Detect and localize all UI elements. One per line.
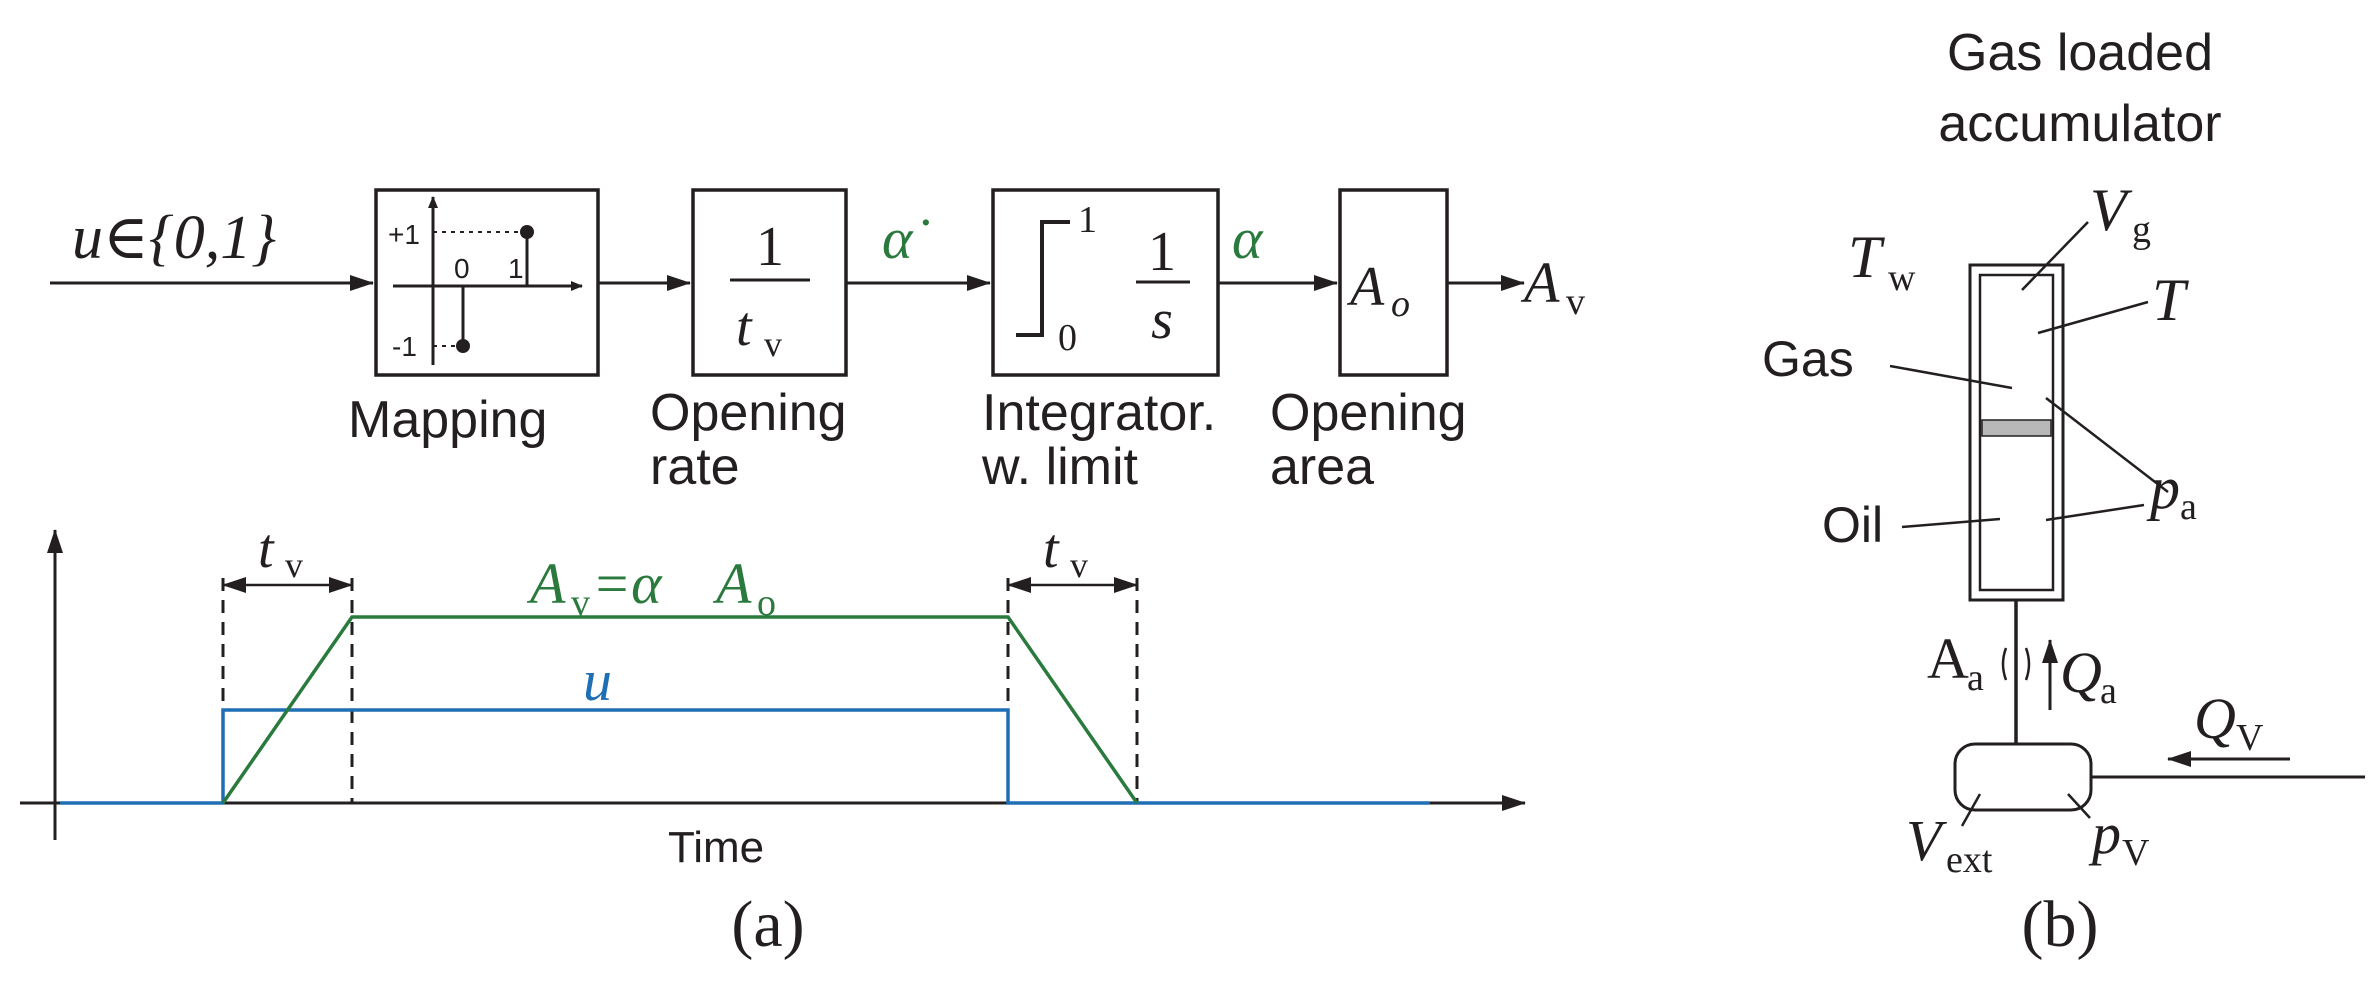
- caption-a: (a): [731, 888, 804, 961]
- area-caption-1: Opening: [1270, 384, 1467, 442]
- area-block: A o: [1338, 188, 1449, 377]
- qv-label: Q V: [2194, 686, 2264, 759]
- mapping-caption: Mapping: [348, 391, 547, 449]
- svg-text:a: a: [2180, 486, 2197, 528]
- integrator-caption-1: Integrator.: [982, 384, 1216, 442]
- aa-label: A a: [1927, 626, 1984, 699]
- vext-label: V ext: [1906, 808, 1993, 881]
- svg-text:t: t: [258, 518, 275, 580]
- output-label: A v: [1520, 250, 1585, 323]
- rate-caption-1: Opening: [650, 384, 847, 442]
- mapping-tick-pos: +1: [388, 219, 420, 250]
- svg-text:v: v: [285, 545, 303, 585]
- svg-text:p: p: [2088, 801, 2121, 866]
- area-sub: o: [1391, 283, 1410, 325]
- mapping-point-pos: [520, 225, 534, 239]
- svg-text:v: v: [571, 582, 590, 624]
- integrator-caption-2: w. limit: [981, 438, 1139, 496]
- u-label: u: [583, 648, 612, 713]
- mapping-x1: 1: [508, 253, 524, 284]
- svg-text:A: A: [526, 551, 566, 616]
- svg-text:g: g: [2132, 209, 2151, 251]
- rate-caption-2: rate: [650, 438, 740, 496]
- orifice-left: [2001, 647, 2008, 681]
- svg-text:A: A: [1927, 626, 1969, 691]
- alpha-label: α: [1232, 206, 1264, 271]
- tv-label-1: t v: [258, 518, 303, 585]
- svg-text:v: v: [1070, 545, 1088, 585]
- t-label: T: [2152, 267, 2189, 333]
- alpha-dot-label: α̇: [882, 206, 929, 271]
- svg-text:o: o: [757, 582, 776, 624]
- svg-text:a: a: [2100, 670, 2117, 712]
- rate-numerator: 1: [756, 216, 784, 278]
- block-diagram: u∈{0,1} +1 -1 0 1 Mapping 1 t v: [50, 188, 1585, 496]
- svg-text:V: V: [2236, 717, 2264, 759]
- mapping-tick-neg: -1: [392, 331, 417, 362]
- svg-text:Q: Q: [2060, 640, 2102, 705]
- timing-diagram: t v t v u A v =α A o Time: [20, 518, 1526, 872]
- pa-label: p a: [2146, 455, 2197, 528]
- accumulator-inner-wall: [1978, 273, 2055, 592]
- svg-text:Q: Q: [2194, 686, 2236, 751]
- accumulator-title-2: accumulator: [1938, 95, 2221, 153]
- tw-label: T w: [1848, 224, 1916, 299]
- svg-text:ext: ext: [1946, 839, 1993, 881]
- area-caption-2: area: [1270, 438, 1374, 496]
- u-signal-line: [60, 708, 1430, 805]
- svg-text:t: t: [1043, 518, 1060, 580]
- accumulator-piston: [1981, 419, 2052, 437]
- area-var: A: [1346, 256, 1385, 318]
- svg-text:v: v: [1566, 281, 1585, 323]
- mapping-point-neg: [456, 339, 470, 353]
- svg-text:=α: =α: [592, 551, 663, 616]
- svg-text:T: T: [1848, 224, 1885, 290]
- av-signal-line: [221, 615, 1139, 804]
- orifice-right: [2024, 647, 2031, 681]
- rate-block: 1 t v: [691, 188, 848, 377]
- accumulator-title-1: Gas loaded: [1947, 24, 2213, 82]
- mapping-block: +1 -1 0 1: [374, 188, 600, 377]
- svg-text:A: A: [712, 551, 752, 616]
- integrator-numerator: 1: [1148, 221, 1176, 283]
- gas-label: Gas: [1762, 331, 1854, 387]
- rate-denominator: t: [736, 296, 753, 358]
- tv-label-2: t v: [1043, 518, 1088, 585]
- pv-label: p V: [2088, 801, 2150, 874]
- vg-label: V g: [2090, 177, 2151, 251]
- input-label: u∈{0,1}: [72, 204, 276, 272]
- svg-text:V: V: [1906, 808, 1948, 873]
- svg-text:V: V: [2122, 832, 2150, 874]
- integrator-limit-symbol: [1016, 220, 1070, 337]
- integrator-block: 1 0 1 s: [991, 188, 1220, 377]
- mapping-x0: 0: [454, 253, 470, 284]
- svg-text:V: V: [2090, 177, 2133, 243]
- oil-label: Oil: [1822, 497, 1883, 553]
- svg-text:w: w: [1888, 257, 1916, 299]
- caption-b: (b): [2022, 888, 2099, 961]
- svg-text:p: p: [2146, 455, 2180, 521]
- integrator-upper: 1: [1078, 199, 1097, 241]
- qa-label: Q a: [2060, 640, 2117, 712]
- accumulator-diagram: Gas loaded accumulator T w V g T Gas p a…: [1762, 24, 2365, 881]
- rate-denominator-sub: v: [764, 324, 782, 364]
- integrator-lower: 0: [1058, 317, 1077, 359]
- svg-text:A: A: [1520, 250, 1560, 315]
- integrator-denominator: s: [1151, 289, 1173, 351]
- av-label: A v =α A o: [526, 551, 776, 624]
- timing-xlabel: Time: [668, 823, 764, 872]
- svg-text:a: a: [1967, 657, 1984, 699]
